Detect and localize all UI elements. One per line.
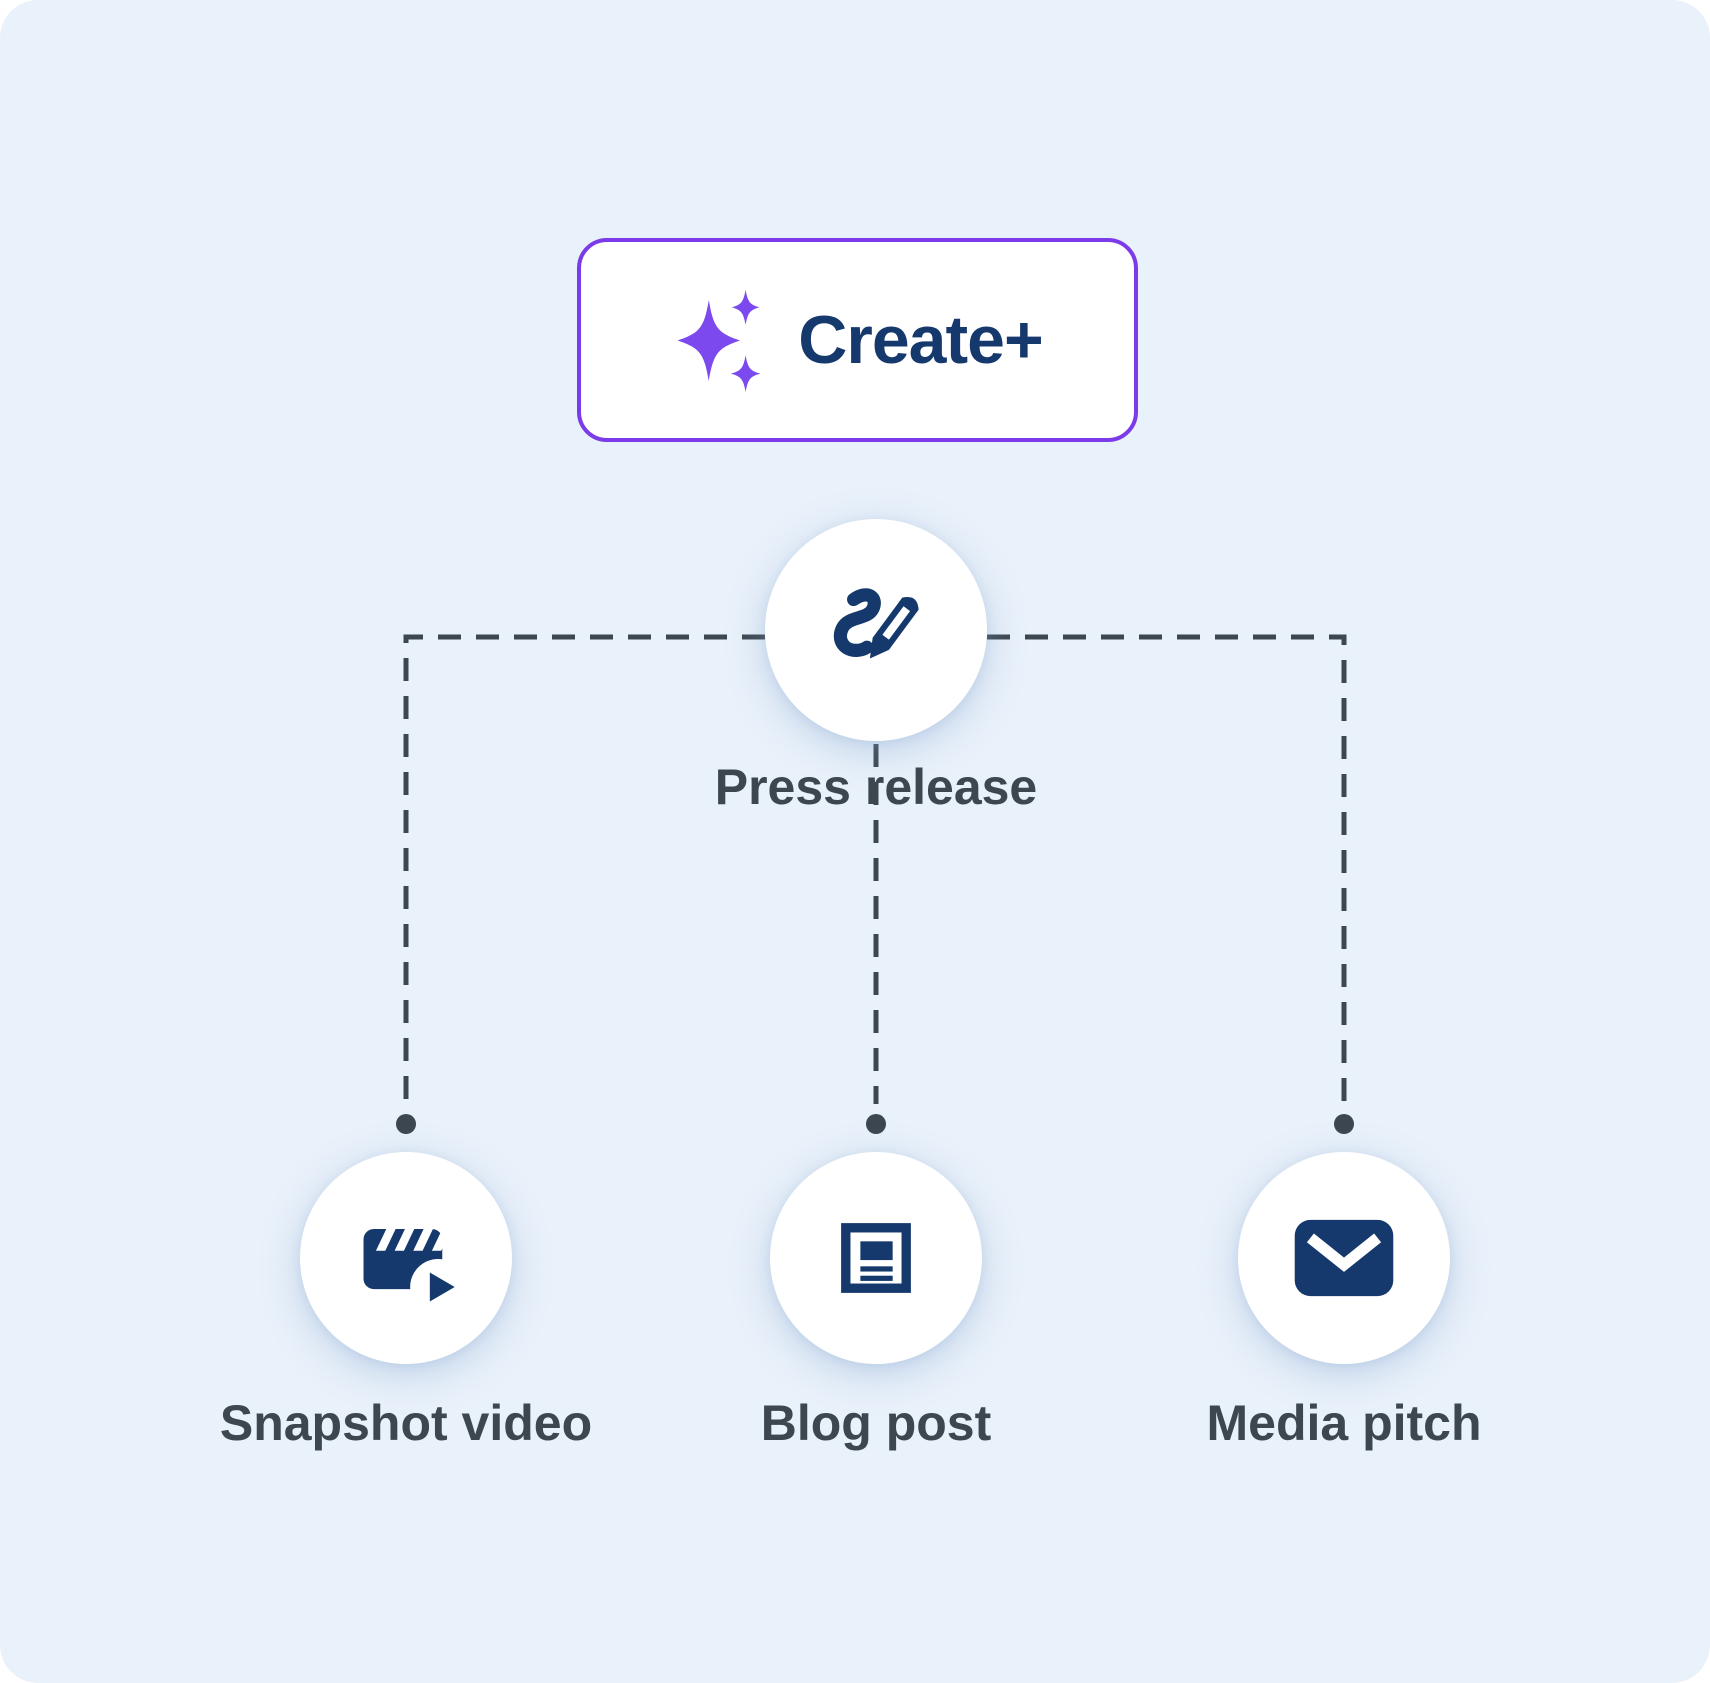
pen-scribble-icon (833, 588, 919, 659)
connector-dot-right (1334, 1114, 1354, 1134)
snapshot-video-icon (363, 1228, 463, 1308)
connector-right (987, 634, 1347, 1104)
node-blog-post (770, 1152, 982, 1364)
sparkles-icon (677, 289, 761, 392)
node-media-pitch (1238, 1152, 1450, 1364)
blog-post-icon (841, 1223, 911, 1293)
create-plus-button[interactable]: Create+ (577, 238, 1138, 442)
node-snapshot-video (300, 1152, 512, 1364)
media-pitch-label: Media pitch (1206, 1395, 1482, 1451)
connector-dot-middle (866, 1114, 886, 1134)
blog-post-label: Blog post (760, 1395, 992, 1451)
press-release-label: Press release (714, 759, 1038, 815)
node-press-release (765, 519, 987, 741)
envelope-icon (1294, 1219, 1394, 1297)
connector-left (403, 634, 765, 1104)
snapshot-video-label: Snapshot video (219, 1395, 593, 1451)
connector-dot-left (396, 1114, 416, 1134)
create-plus-label: Create+ (798, 302, 1043, 378)
